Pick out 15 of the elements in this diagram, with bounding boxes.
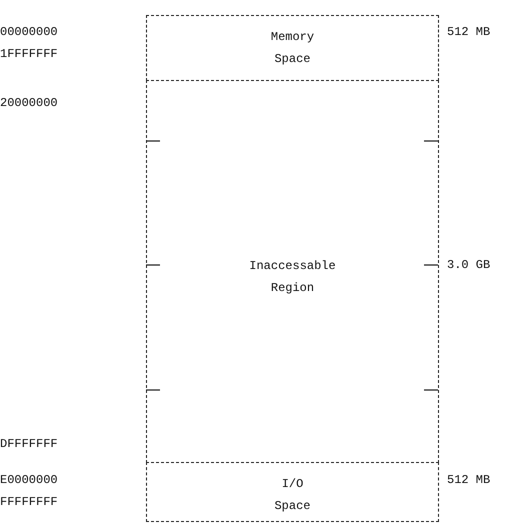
region-name: I/O Space — [273, 476, 312, 515]
address-label: FFFFFFFF — [0, 495, 58, 509]
address-label: DFFFFFFF — [0, 437, 58, 451]
memory-region — [146, 15, 439, 81]
region-name: Inaccessable Region — [248, 258, 337, 297]
region-name: Memory Space — [270, 29, 316, 68]
address-label: E0000000 — [0, 473, 58, 487]
memory-region — [146, 462, 439, 522]
memory-region — [146, 80, 439, 463]
size-label: 512 MB — [447, 25, 490, 39]
address-label: 00000000 — [0, 25, 58, 39]
size-label: 3.0 GB — [447, 258, 490, 272]
size-label: 512 MB — [447, 473, 490, 487]
address-label: 20000000 — [0, 96, 58, 110]
address-label: 1FFFFFFF — [0, 47, 58, 61]
